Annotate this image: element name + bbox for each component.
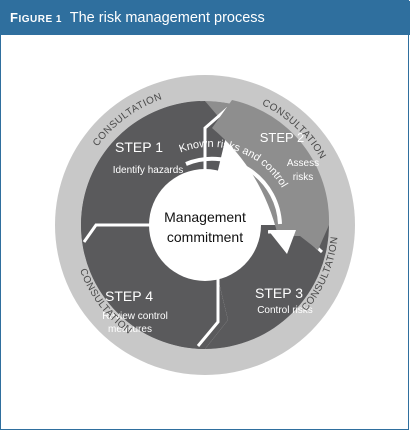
step-3-title: STEP 3 bbox=[255, 285, 303, 301]
divider-step1-step2 bbox=[203, 106, 229, 185]
step-1-description: Identify hazards bbox=[113, 165, 184, 176]
step-4-title: STEP 4 bbox=[105, 288, 153, 304]
step-4-description-line-2: measures bbox=[108, 324, 152, 335]
center-line-2: commitment bbox=[167, 229, 243, 245]
center-line-1: Management bbox=[164, 209, 246, 225]
divider-step3-step4 bbox=[196, 262, 220, 347]
divider-step4-step1 bbox=[82, 223, 168, 243]
step-1-title: STEP 1 bbox=[115, 139, 163, 155]
step-4-description-line-1: Review control bbox=[102, 311, 168, 322]
known-risks-arrow bbox=[185, 156, 282, 225]
figure-header: FIGURE 1 The risk management process bbox=[1, 1, 410, 35]
figure-label: FIGURE 1 bbox=[10, 10, 62, 25]
step-3-description: Control risks bbox=[257, 305, 313, 316]
step-2-description-line-1: Assess bbox=[287, 158, 319, 169]
known-risks-arrow-head bbox=[268, 230, 296, 254]
step-2-title: STEP 2 bbox=[260, 130, 305, 145]
center-circle bbox=[149, 169, 261, 281]
step-2-wedge bbox=[212, 100, 330, 250]
figure-title: The risk management process bbox=[69, 10, 265, 26]
step-2-description-line-2: risks bbox=[293, 172, 314, 183]
